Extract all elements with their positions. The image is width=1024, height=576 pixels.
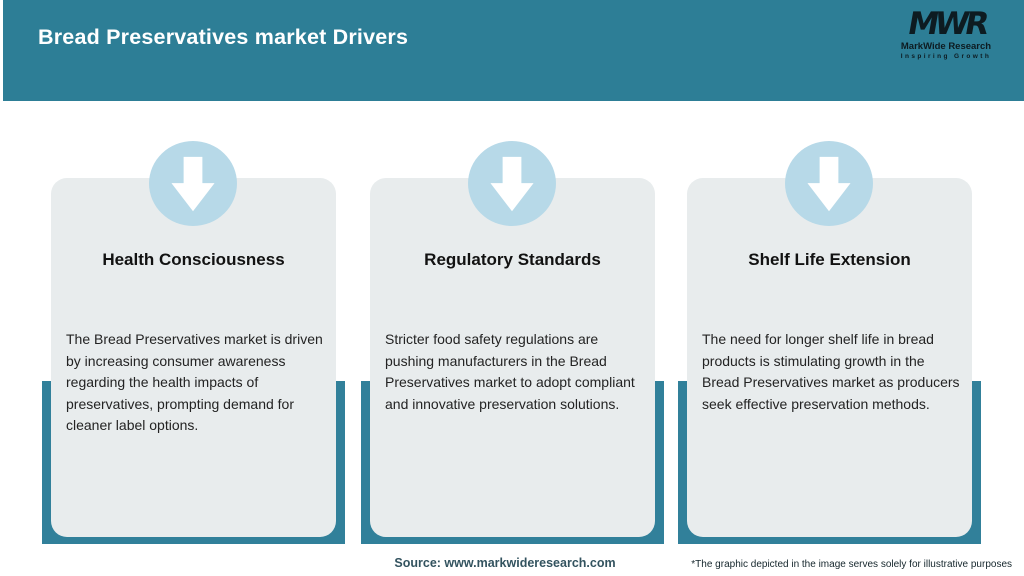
card-description: The need for longer shelf life in bread … bbox=[702, 331, 960, 412]
logo-monogram: MWR bbox=[904, 6, 988, 42]
down-arrow-badge bbox=[785, 141, 873, 226]
card-title: Health Consciousness bbox=[102, 250, 285, 269]
source-text: Source: www.markwideresearch.com bbox=[394, 556, 616, 570]
down-arrow-badge bbox=[149, 141, 237, 226]
down-arrow-icon bbox=[487, 153, 537, 215]
driver-card bbox=[370, 178, 655, 537]
card-description: Stricter food safety regulations are pus… bbox=[385, 331, 635, 412]
down-arrow-icon bbox=[168, 153, 218, 215]
disclaimer-text: *The graphic depicted in the image serve… bbox=[691, 559, 1012, 570]
down-arrow-badge bbox=[468, 141, 556, 226]
markwide-logo: MWR MarkWide Research Inspiring Growth bbox=[890, 6, 1002, 60]
card-title: Regulatory Standards bbox=[424, 250, 601, 269]
driver-card bbox=[51, 178, 336, 537]
card-title: Shelf Life Extension bbox=[748, 250, 911, 269]
card-description: The Bread Preservatives market is driven… bbox=[66, 331, 323, 433]
logo-tagline: Inspiring Growth bbox=[900, 53, 992, 60]
down-arrow-icon bbox=[804, 153, 854, 215]
page-title: Bread Preservatives market Drivers bbox=[38, 25, 409, 49]
driver-card bbox=[687, 178, 972, 537]
logo-name: MarkWide Research bbox=[900, 41, 992, 52]
header-bar: Bread Preservatives market Drivers MWR M… bbox=[3, 0, 1024, 101]
